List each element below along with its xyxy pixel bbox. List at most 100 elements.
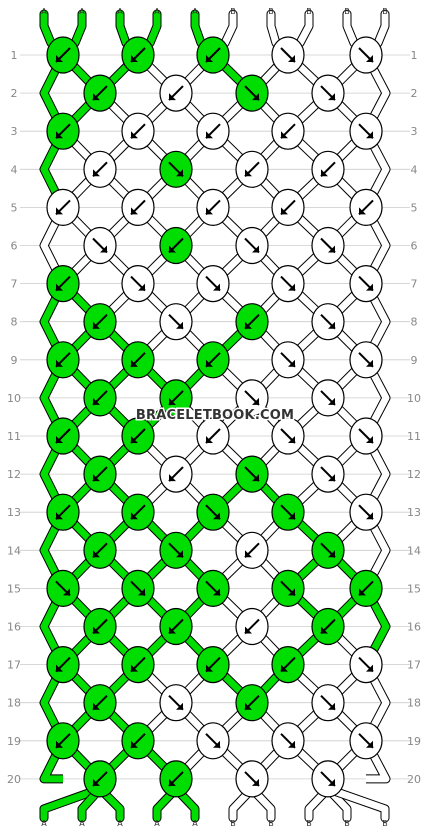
knot-arrow-head bbox=[169, 397, 176, 405]
knot-arrow-head bbox=[321, 626, 328, 634]
knot-arrow-head bbox=[56, 131, 63, 139]
knot bbox=[349, 112, 383, 150]
strand-label-top: A bbox=[117, 7, 123, 16]
knot-arrow-head bbox=[206, 55, 213, 62]
knot bbox=[83, 226, 117, 265]
knot-arrow-head bbox=[176, 550, 183, 558]
knot-arrow-head bbox=[169, 626, 176, 634]
knot-arrow-head bbox=[56, 664, 63, 672]
row-number-left: 5 bbox=[11, 201, 18, 214]
knot-arrow-head bbox=[328, 397, 335, 405]
row-number-left: 8 bbox=[11, 316, 18, 329]
knot bbox=[271, 645, 305, 684]
knot-arrow-head bbox=[169, 245, 176, 253]
knot bbox=[349, 722, 383, 760]
knot-arrow-head bbox=[206, 359, 213, 367]
knot bbox=[311, 455, 345, 493]
row-number-right: 18 bbox=[407, 697, 421, 710]
strand-segment bbox=[71, 10, 86, 47]
knot-arrow-head bbox=[63, 588, 70, 596]
knot-arrow-head bbox=[328, 702, 335, 710]
knot-arrow-head bbox=[245, 702, 252, 710]
strand-label-top: A bbox=[79, 7, 85, 16]
knot-arrow-head bbox=[131, 740, 138, 748]
row-number-right: 17 bbox=[407, 659, 421, 672]
knot bbox=[121, 265, 155, 303]
strand-label-bottom: B bbox=[230, 819, 236, 828]
knot-arrow-head bbox=[366, 512, 373, 520]
knot-arrow-head bbox=[366, 664, 373, 672]
knot bbox=[83, 760, 117, 798]
knot bbox=[159, 226, 193, 265]
knot-arrow-head bbox=[288, 436, 295, 443]
knot bbox=[159, 607, 193, 646]
strand-label-top: A bbox=[41, 7, 47, 16]
knot bbox=[235, 760, 269, 798]
knot-arrow-head bbox=[213, 588, 220, 596]
row-number-right: 1 bbox=[411, 49, 418, 62]
knot bbox=[235, 455, 269, 493]
knot bbox=[235, 150, 269, 188]
row-number-left: 14 bbox=[7, 544, 21, 557]
knot-arrow-head bbox=[366, 740, 373, 748]
knot bbox=[196, 188, 230, 226]
knot bbox=[196, 112, 230, 150]
knot bbox=[46, 569, 80, 608]
knot-arrow-head bbox=[56, 283, 63, 291]
knot bbox=[196, 36, 230, 74]
knot-arrow-head bbox=[56, 512, 63, 520]
knot-arrow-head bbox=[206, 131, 213, 139]
strand-label-bottom: B bbox=[306, 819, 312, 828]
knot bbox=[311, 74, 345, 112]
knot bbox=[271, 417, 305, 455]
knot-arrow-head bbox=[245, 550, 252, 558]
row-number-right: 19 bbox=[407, 735, 421, 748]
knot-arrow-head bbox=[56, 359, 63, 367]
knot bbox=[311, 760, 345, 798]
knot bbox=[196, 722, 230, 760]
knot bbox=[235, 607, 269, 646]
knot bbox=[235, 684, 269, 722]
knot-arrow-head bbox=[359, 588, 366, 596]
knot bbox=[271, 36, 305, 74]
knot-arrow-head bbox=[252, 93, 259, 101]
knot-arrow-head bbox=[93, 626, 100, 634]
knot bbox=[159, 303, 193, 341]
strand-label-bottom: B bbox=[344, 819, 350, 828]
row-number-right: 14 bbox=[407, 544, 421, 557]
knot bbox=[83, 303, 117, 341]
strand-label-bottom: B bbox=[382, 819, 388, 828]
knot-arrow-head bbox=[328, 93, 335, 101]
row-number-right: 4 bbox=[411, 163, 418, 176]
watermark-text: BRACELETBOOK.COM bbox=[136, 408, 294, 423]
knot-arrow-head bbox=[206, 436, 213, 443]
knot-arrow-head bbox=[56, 740, 63, 748]
knot bbox=[121, 417, 155, 455]
knot-arrow-head bbox=[245, 321, 252, 329]
knot-arrow-head bbox=[131, 436, 138, 443]
knot bbox=[349, 36, 383, 74]
knot-arrow-head bbox=[328, 474, 335, 482]
knot-arrow-head bbox=[288, 740, 295, 748]
knot-arrow-head bbox=[213, 740, 220, 748]
knot-arrow-head bbox=[169, 93, 176, 101]
strand-label-top: B bbox=[382, 7, 388, 16]
strand-label-bottom: B bbox=[268, 819, 274, 828]
knot-arrow-head bbox=[252, 778, 259, 786]
knot bbox=[271, 265, 305, 303]
knot bbox=[121, 722, 155, 760]
strand-label-top: A bbox=[154, 7, 160, 16]
knot bbox=[83, 455, 117, 493]
knot-arrow-head bbox=[131, 131, 138, 139]
knot bbox=[121, 188, 155, 226]
strand-segment bbox=[146, 10, 161, 47]
knot bbox=[46, 112, 80, 150]
knot bbox=[349, 645, 383, 684]
knot bbox=[83, 74, 117, 112]
knot bbox=[46, 265, 80, 303]
knot bbox=[235, 379, 269, 417]
knot bbox=[121, 341, 155, 379]
knot bbox=[159, 760, 193, 798]
row-number-right: 12 bbox=[407, 468, 421, 481]
